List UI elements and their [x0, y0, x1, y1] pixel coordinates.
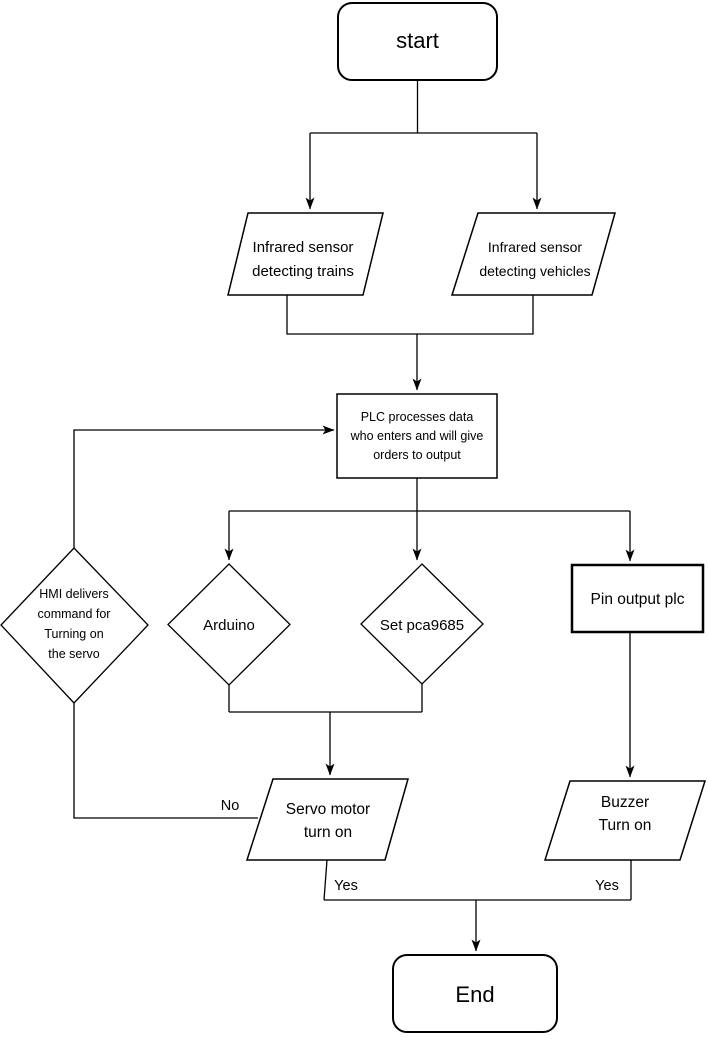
node-sensor-trains: Infrared sensor detecting trains [227, 212, 384, 296]
edge-label-no: No [221, 798, 240, 814]
hmi-line2: command for [38, 607, 111, 621]
edge-yes-merge [323, 859, 632, 901]
node-hmi: HMI delivers command for Turning on the … [0, 547, 149, 704]
node-buzzer: Buzzer Turn on [543, 780, 707, 861]
edge-plc-branch [229, 478, 630, 512]
edges [73, 80, 635, 952]
node-plc: PLC processes data who enters and will g… [336, 393, 498, 479]
plc-line2: who enters and will give [350, 429, 484, 443]
buzzer-parallelogram [543, 780, 707, 861]
hmi-line4: the servo [48, 647, 99, 661]
sensor-trains-line2: detecting trains [252, 263, 354, 280]
start-terminator-shape [337, 2, 498, 81]
sensor-vehicles-line1: Infrared sensor [488, 239, 582, 255]
end-terminator-shape [392, 954, 558, 1033]
edge-start-branch [310, 80, 537, 134]
sensor-vehicles-line2: detecting vehicles [479, 263, 590, 279]
node-end: End [392, 954, 558, 1033]
node-servo: Servo motor turn on [245, 778, 409, 861]
node-sensor-vehicles: Infrared sensor detecting vehicles [450, 212, 616, 296]
hmi-line1: HMI delivers [39, 587, 108, 601]
sensor-trains-line1: Infrared sensor [253, 239, 354, 256]
plc-line1: PLC processes data [361, 410, 474, 424]
node-pin-output: Pin output plc [570, 563, 705, 634]
node-pca9685: Set pca9685 [360, 563, 484, 685]
sensor-trains-parallelogram [227, 212, 384, 296]
node-arduino: Arduino [167, 563, 291, 686]
sensor-vehicles-parallelogram [450, 212, 616, 296]
edge-label-yes-servo: Yes [334, 878, 358, 894]
pin-output-label: Pin output plc [591, 591, 685, 608]
plc-process-rect [336, 393, 498, 479]
end-label: End [455, 982, 494, 1007]
plc-line3: orders to output [373, 448, 461, 462]
arduino-decision-diamond [167, 563, 291, 686]
pca9685-decision-diamond [360, 563, 484, 685]
pca9685-label: Set pca9685 [380, 617, 464, 634]
buzzer-line1: Buzzer [601, 794, 649, 811]
hmi-decision-diamond [0, 547, 149, 704]
edge-hmi-to-plc [73, 425, 335, 548]
edge-arduino-pca-merge [228, 684, 423, 713]
edge-hmi-no-to-servo [73, 703, 258, 819]
start-label: start [396, 28, 439, 53]
node-start: start [337, 2, 498, 81]
edge-label-yes-buzzer: Yes [595, 878, 619, 894]
servo-parallelogram [245, 778, 409, 861]
servo-line1: Servo motor [286, 801, 370, 818]
hmi-line3: Turning on [44, 627, 103, 641]
arduino-label: Arduino [203, 617, 255, 634]
pin-output-process-rect [570, 563, 705, 634]
servo-line2: turn on [304, 824, 352, 841]
edge-sensors-merge [286, 295, 534, 335]
buzzer-line2: Turn on [599, 817, 652, 834]
